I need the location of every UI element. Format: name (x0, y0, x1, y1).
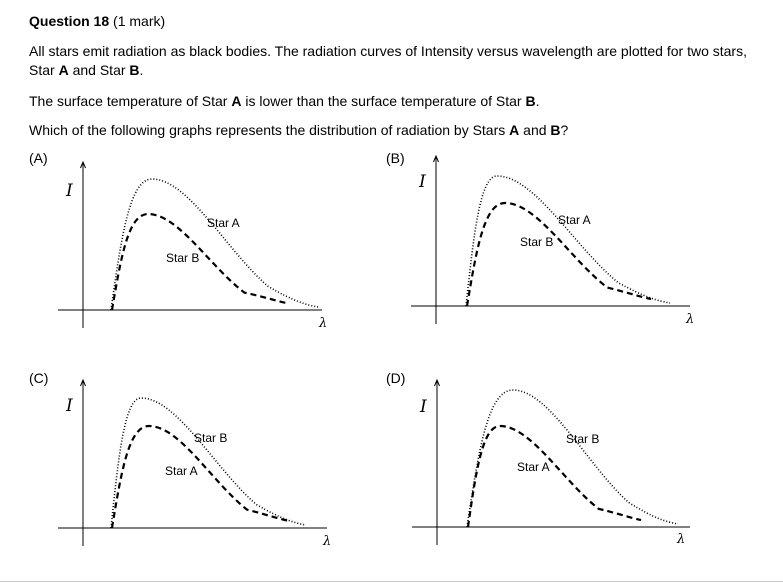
text-run: is lower than the surface temperature of… (241, 93, 526, 109)
dotted-curve-label: Star A (207, 216, 240, 230)
option-d-label: (D) (386, 370, 406, 386)
x-axis-label: λ (322, 534, 331, 549)
text-run: . (535, 93, 540, 109)
dashed-curve (466, 424, 642, 528)
dashed-curve (110, 212, 287, 311)
dotted-curve-label: Star B (566, 432, 599, 446)
option-c-label: (C) (29, 370, 49, 386)
text-run: All stars emit radiation as black bodies… (29, 43, 747, 78)
question-number: Question 18 (29, 13, 110, 29)
question-paragraph-1: All stars emit radiation as black bodies… (29, 42, 764, 80)
dotted-curve (466, 389, 679, 528)
dotted-curve (110, 397, 307, 529)
dotted-curve-label: Star A (558, 213, 591, 227)
x-axis-label: λ (676, 532, 685, 547)
dashed-curve-label: Star B (520, 235, 553, 249)
option-b-label: (B) (386, 150, 405, 166)
star-name: A (509, 122, 520, 138)
star-name: B (550, 122, 561, 138)
text-run: . (139, 62, 144, 78)
text-run: and (519, 122, 551, 138)
dashed-curve (465, 201, 652, 307)
star-name: B (525, 93, 536, 109)
y-axis-arrow-icon (80, 160, 86, 169)
option-a-graph: Iλ Star A Star B (58, 160, 327, 331)
question-heading: Question 18 (1 mark) (29, 12, 165, 30)
text-run: Which of the following graphs represents… (29, 122, 510, 138)
y-axis-label: I (65, 396, 73, 416)
x-axis-label: λ (318, 316, 327, 331)
dashed-curve-label: Star A (165, 464, 198, 478)
dashed-curve-label: Star A (517, 460, 550, 474)
question-marks: (1 mark) (113, 13, 166, 29)
dashed-curve (110, 424, 290, 529)
y-axis-arrow-icon (433, 154, 439, 163)
y-axis-arrow-icon (80, 378, 86, 387)
star-name: B (129, 62, 140, 78)
dashed-curve-label: Star B (166, 251, 199, 265)
option-a-label: (A) (29, 150, 48, 166)
option-b-graph: Iλ Star A Star B (411, 154, 694, 327)
option-c-graph: Iλ Star B Star A (58, 378, 331, 549)
option-d-graph: Iλ Star B Star A (412, 378, 690, 547)
dotted-curve (465, 175, 671, 307)
question-paragraph-3: Which of the following graphs represents… (29, 121, 568, 140)
star-name: A (58, 62, 69, 78)
x-axis-label: λ (685, 312, 694, 327)
y-axis-label: I (419, 397, 427, 417)
star-name: A (231, 93, 242, 109)
dotted-curve (110, 178, 319, 311)
question-paragraph-2: The surface temperature of Star A is low… (29, 92, 540, 111)
bottom-divider (0, 581, 783, 582)
text-run: ? (560, 122, 569, 138)
text-run: and Star (68, 62, 130, 78)
y-axis-label: I (65, 181, 73, 201)
dotted-curve-label: Star B (194, 431, 227, 445)
y-axis-label: I (418, 172, 426, 192)
text-run: The surface temperature of Star (29, 93, 232, 109)
y-axis-arrow-icon (434, 378, 440, 387)
